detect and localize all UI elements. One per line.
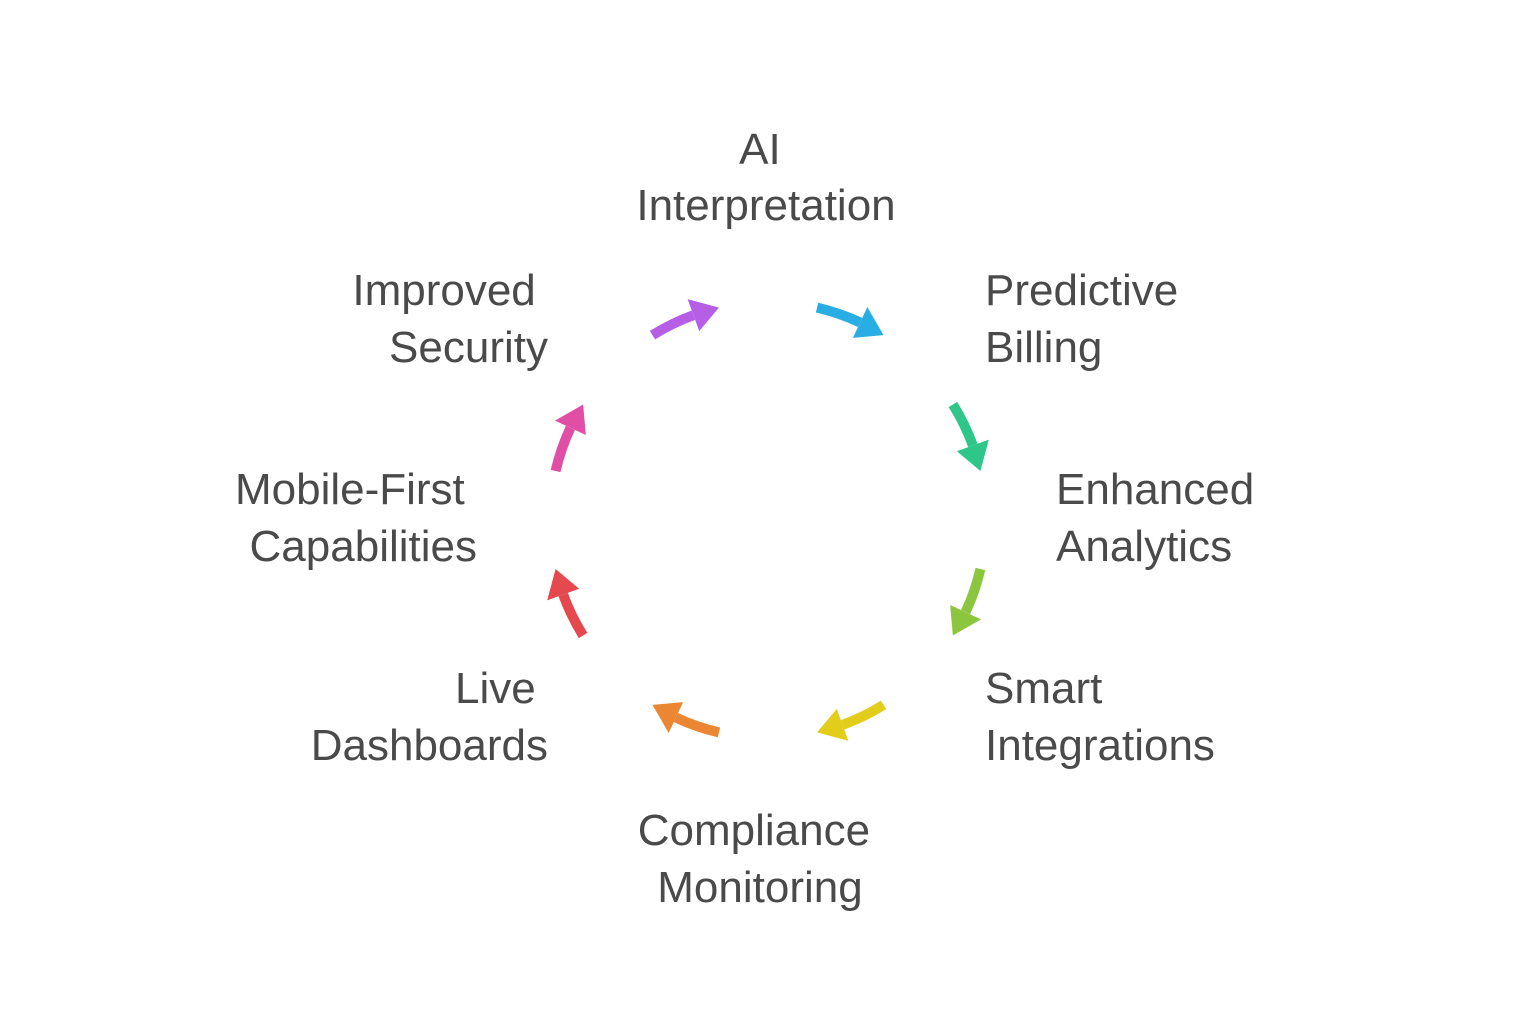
cycle-arrow-2 <box>948 401 978 448</box>
step-label-5-line-2: Monitoring <box>657 863 862 912</box>
arrow-clockwise-head-icon-8 <box>687 299 719 332</box>
cycle-arrows <box>547 299 989 741</box>
step-label-7: Mobile-First Capabilities <box>235 465 477 571</box>
step-label-3-line-2: Analytics <box>1056 522 1232 571</box>
step-label-3: Enhanced Analytics <box>1056 465 1266 571</box>
step-label-4: Smart Integrations <box>985 664 1215 770</box>
cycle-arrow-8 <box>649 310 696 340</box>
step-label-7-line-2: Capabilities <box>250 522 477 571</box>
arrow-clockwise-head-icon-2 <box>956 439 989 471</box>
arrow-clockwise-head-icon-4 <box>817 708 849 741</box>
cycle-arrow-6 <box>558 592 588 639</box>
step-label-7-line-1: Mobile-First <box>235 465 465 514</box>
arrow-clockwise-head-icon-3 <box>950 604 981 636</box>
cycle-labels: AI Interpretation Predictive Billing Enh… <box>235 125 1266 912</box>
arrow-clockwise-head-icon-6 <box>547 569 580 601</box>
step-label-2: Predictive Billing <box>985 266 1190 372</box>
cycle-arrow-5 <box>673 713 721 738</box>
step-label-5: Compliance Monitoring <box>638 806 883 912</box>
step-label-2-line-1: Predictive <box>985 266 1178 315</box>
step-label-6-line-2: Dashboards <box>311 721 548 770</box>
cycle-arrow-4 <box>840 700 887 730</box>
arrow-clockwise-head-icon-7 <box>555 404 586 436</box>
cycle-arrow-3 <box>961 567 986 615</box>
step-label-8: Improved Security <box>352 266 548 372</box>
step-label-6-line-1: Live <box>455 664 536 713</box>
arrow-clockwise-head-icon-1 <box>852 307 884 338</box>
step-label-8-line-1: Improved <box>352 266 535 315</box>
step-label-6: Live Dashboards <box>311 664 548 770</box>
step-label-2-line-2: Billing <box>985 323 1102 372</box>
arrow-clockwise-head-icon-5 <box>652 702 684 733</box>
step-label-1: AI Interpretation <box>636 125 895 230</box>
step-label-4-line-1: Smart <box>985 664 1102 713</box>
step-label-1-line-1: AI <box>739 125 781 174</box>
step-label-1-line-2: Interpretation <box>636 181 895 230</box>
cycle-arrow-7 <box>550 425 575 473</box>
step-label-4-line-2: Integrations <box>985 721 1215 770</box>
cycle-arrow-1 <box>815 302 863 327</box>
step-label-3-line-1: Enhanced <box>1056 465 1254 514</box>
step-label-5-line-1: Compliance <box>638 806 870 855</box>
step-label-8-line-2: Security <box>389 323 548 372</box>
